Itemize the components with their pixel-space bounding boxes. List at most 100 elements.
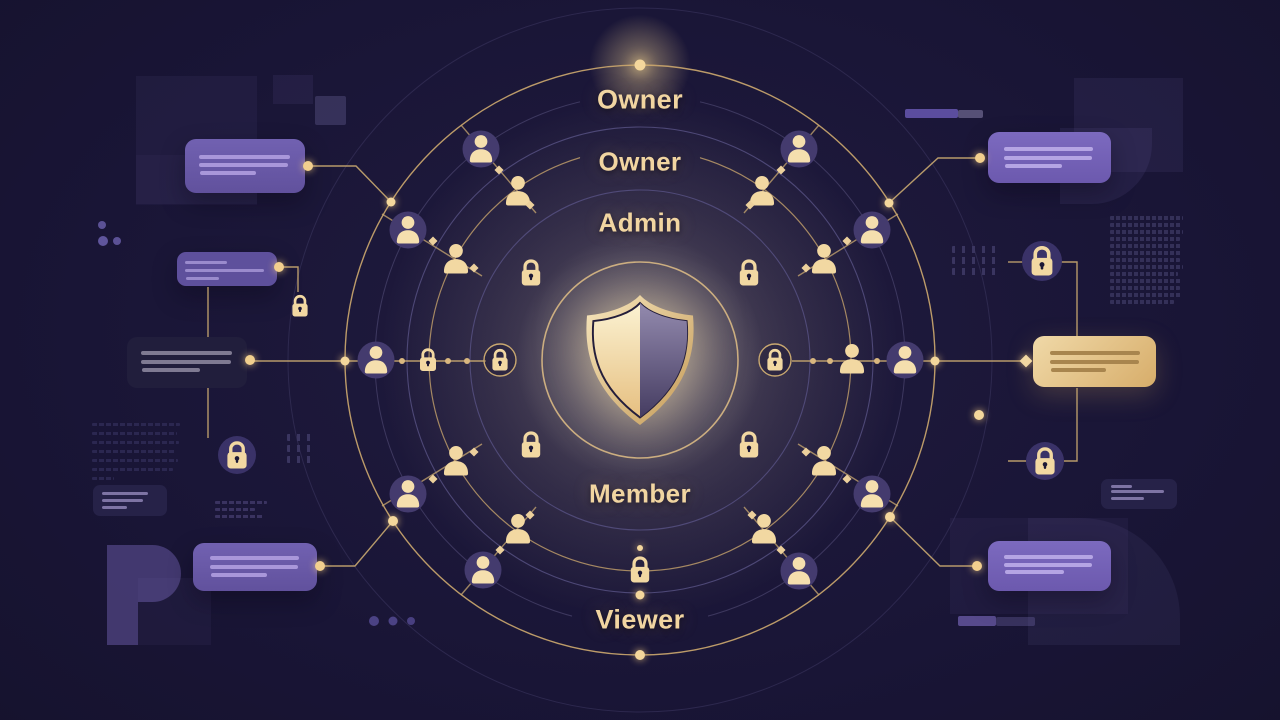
bg-shape: [273, 75, 313, 104]
card-connector-dot: [315, 561, 325, 571]
shield-right-half: [640, 303, 688, 418]
gold-ring-dot: [974, 410, 984, 420]
matrix-row: [1110, 279, 1182, 283]
matrix-row: [1110, 286, 1180, 290]
matrix-row: [1110, 244, 1182, 248]
lock-icon: [630, 556, 650, 583]
matrix-row: [287, 445, 317, 452]
gold-ring-dot: [930, 356, 940, 366]
gold-ring-dot: [885, 512, 895, 522]
decor-dot: [388, 616, 398, 626]
ui-card: [185, 139, 305, 193]
lock-keyhole-stem: [1040, 264, 1044, 270]
decor-dot: [98, 221, 106, 229]
person-head: [898, 346, 912, 359]
card-text-line: [200, 171, 256, 175]
matrix-row: [92, 459, 178, 462]
card-text-line: [211, 573, 267, 577]
matrix-row: [1110, 293, 1181, 297]
lock-shackle: [293, 294, 307, 306]
role-label-owner-outer: Owner: [596, 84, 684, 115]
card-text-line: [1005, 164, 1062, 168]
person-icon: [787, 557, 811, 585]
person-icon: [811, 446, 837, 476]
ring-circle: [541, 261, 739, 459]
person-body: [751, 529, 777, 544]
person-body: [505, 529, 531, 544]
person-icon: [396, 480, 420, 508]
gold-ring-dot: [386, 197, 396, 207]
icons-group: [218, 130, 1064, 590]
card-text-line: [1004, 147, 1093, 151]
lock-icon: [1031, 245, 1053, 276]
lock-keyhole-stem: [774, 362, 776, 367]
gold-ring-dot: [388, 516, 398, 526]
person-head: [755, 176, 769, 190]
person-body: [396, 230, 420, 244]
person-body: [364, 360, 388, 374]
lock-shackle: [493, 348, 507, 360]
lock-icon: [292, 294, 308, 317]
person-body: [505, 191, 531, 206]
ui-card: [127, 337, 247, 388]
card-text-line: [1050, 360, 1139, 364]
axis-dot: [445, 358, 451, 364]
person-head: [792, 557, 806, 570]
axis-dot: [464, 358, 470, 364]
bg-shape: [315, 96, 346, 125]
card-text-line: [141, 360, 231, 364]
elbow-connector-line: [308, 165, 392, 203]
person-head: [757, 514, 771, 528]
card-text-line: [1004, 156, 1092, 160]
lock-shackle: [741, 259, 757, 272]
card-text-line: [102, 492, 148, 495]
card-text-line: [102, 499, 143, 502]
lock-icon: [1035, 447, 1055, 475]
lock-keyhole-stem: [427, 362, 429, 367]
decor-dot: [407, 617, 415, 625]
card-text-line: [1111, 497, 1144, 500]
ui-card: [1033, 336, 1156, 387]
person-icon: [364, 346, 388, 374]
matrix-row: [1110, 272, 1178, 276]
card-text-line: [199, 163, 288, 167]
lock-shackle: [1037, 447, 1053, 461]
card-text-line: [210, 565, 298, 569]
card-text-line: [1004, 555, 1093, 559]
person-body: [749, 191, 775, 206]
card-text-line: [210, 556, 299, 560]
person-icon: [396, 216, 420, 244]
card-text-line: [186, 277, 219, 280]
person-icon: [443, 244, 469, 274]
lock-shackle: [523, 259, 539, 272]
ui-card: [93, 485, 167, 516]
card-connector-dot: [245, 355, 255, 365]
matrix-row: [1110, 258, 1180, 262]
lock-shackle: [229, 441, 245, 455]
matrix-row: [1110, 237, 1180, 241]
card-text-line: [185, 261, 227, 264]
person-head: [476, 556, 490, 569]
shield-icon: [586, 295, 694, 425]
person-body: [787, 149, 811, 163]
matrix-text-block: [952, 246, 998, 279]
bg-shape: [905, 109, 958, 118]
matrix-text-block: [215, 501, 267, 522]
matrix-row: [215, 515, 263, 518]
matrix-row: [1110, 223, 1181, 227]
card-text-line: [1050, 351, 1140, 355]
elbow-connector-line: [1064, 388, 1078, 462]
elbow-connector-line: [888, 157, 980, 204]
lock-keyhole-stem: [747, 448, 751, 453]
card-text-line: [1004, 563, 1092, 567]
lock-shackle: [1033, 245, 1051, 261]
lock-icon: [521, 259, 541, 286]
card-text-line: [1005, 570, 1064, 574]
person-head: [511, 176, 525, 190]
person-icon: [751, 514, 777, 544]
matrix-row: [215, 501, 267, 504]
person-body: [469, 149, 493, 163]
matrix-row: [92, 441, 179, 444]
